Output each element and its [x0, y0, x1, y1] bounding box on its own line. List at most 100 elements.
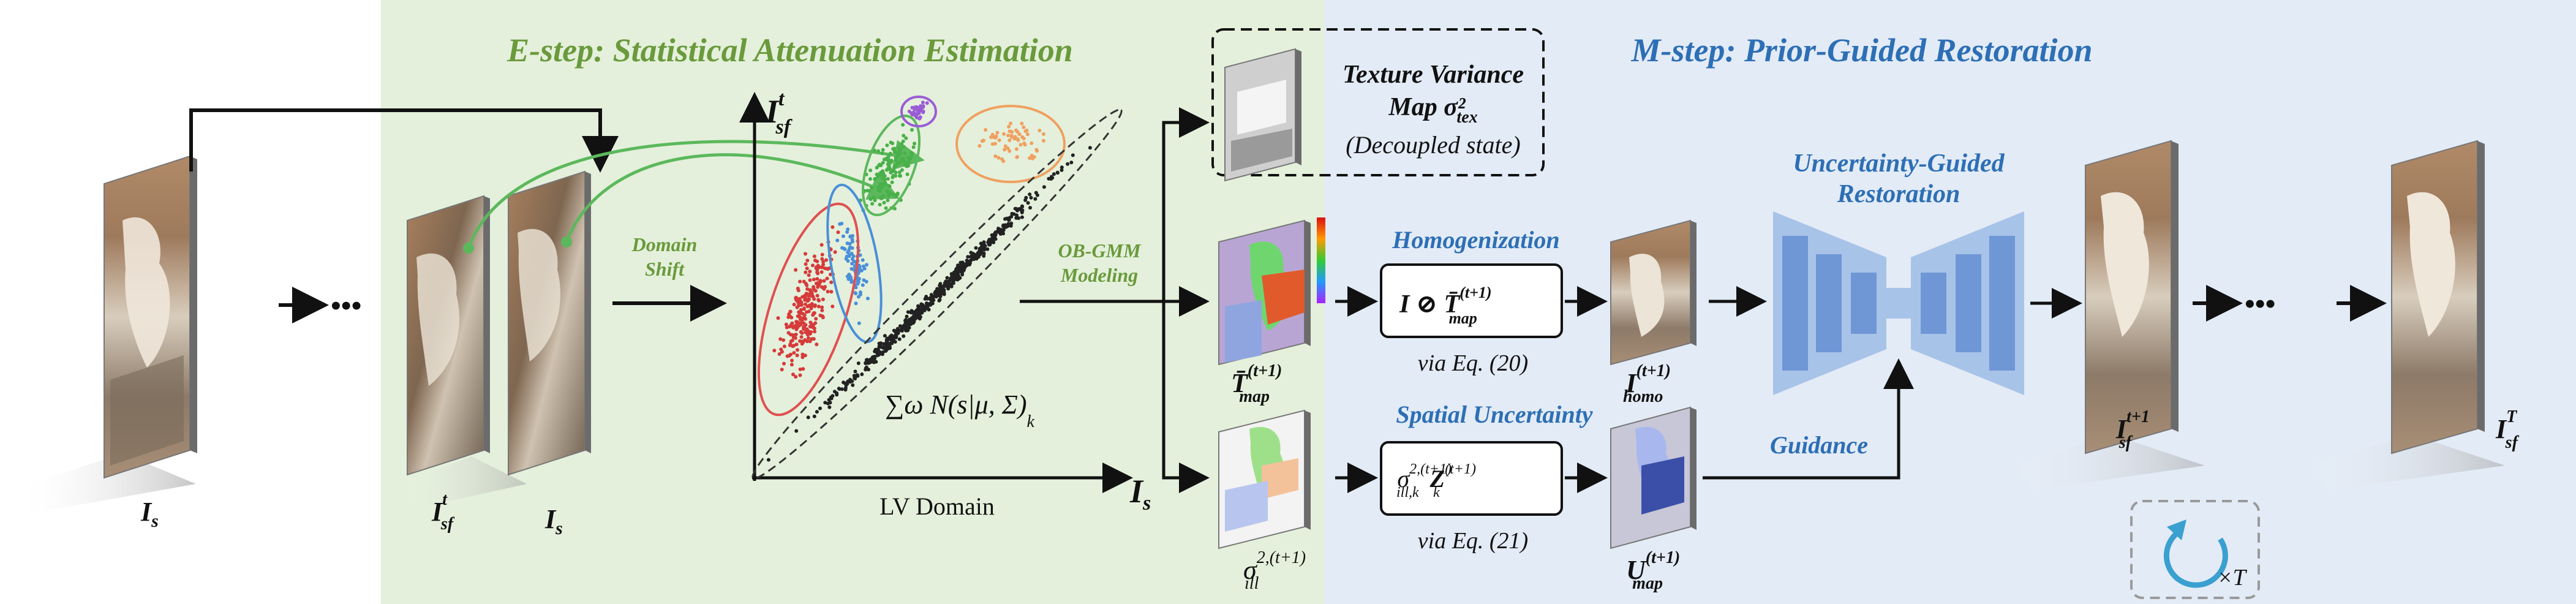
scatter-point [982, 247, 987, 252]
scatter-point [810, 322, 814, 327]
scatter-point [930, 296, 935, 300]
scatter-point [820, 308, 824, 312]
scatter-point [878, 344, 882, 347]
scatter-point [881, 160, 885, 165]
scatter-point [820, 305, 824, 309]
scatter-point [798, 367, 802, 371]
scatter-point [901, 123, 905, 127]
scatter-point [866, 296, 870, 301]
scatter-point [795, 353, 799, 358]
scatter-point [993, 135, 998, 140]
spatial-uncertainty-title: Spatial Uncertainty [1396, 401, 1592, 428]
scatter-point [897, 174, 902, 178]
scatter-point [960, 268, 965, 273]
scatter-point [1029, 195, 1033, 200]
lv-domain-label: LV Domain [879, 493, 995, 520]
scatter-point [881, 148, 885, 152]
guidance-label: Guidance [1770, 431, 1868, 459]
scatter-point [910, 128, 914, 132]
scatter-point [878, 162, 882, 167]
scatter-point [912, 310, 916, 314]
scatter-point [916, 304, 920, 308]
scatter-point [979, 248, 983, 252]
scatter-point [870, 202, 875, 206]
scatter-point [990, 142, 995, 146]
scatter-point [982, 138, 985, 143]
scatter-point [862, 278, 866, 282]
gmm-ellipse-black [751, 108, 1123, 480]
scatter-point [772, 349, 777, 353]
scatter-point [875, 353, 879, 358]
scatter-point [799, 335, 804, 339]
scatter-point [849, 280, 854, 284]
t-map-thumb [1218, 219, 1311, 366]
scatter-point [887, 184, 892, 189]
scatter-point [930, 301, 935, 306]
scatter-point [864, 365, 868, 369]
loop-icon [2163, 530, 2228, 588]
scatter-point [808, 288, 812, 292]
scatter-point [825, 276, 829, 281]
scatter-point [1003, 217, 1007, 221]
scatter-point [868, 177, 872, 181]
scatter-point [835, 238, 840, 243]
scatter-point [823, 266, 827, 270]
scatter-point [812, 254, 816, 259]
scatter-point [812, 277, 816, 282]
scatter-point [974, 246, 978, 250]
scatter-point [794, 333, 798, 336]
scatter-point [798, 279, 802, 284]
scatter-point [1041, 132, 1045, 136]
x-axis-label: Is [1129, 473, 1151, 515]
scatter-point [913, 142, 917, 146]
scatter-point [785, 325, 789, 330]
scatter-point [803, 338, 807, 342]
scatter-point [781, 338, 786, 342]
scatter-point [1014, 147, 1019, 151]
scatter-point [909, 154, 913, 159]
scatter-point [914, 116, 919, 119]
scatter-point [982, 241, 986, 246]
scatter-point [1006, 134, 1011, 138]
scatter-point [804, 330, 808, 334]
scatter-point [916, 315, 921, 320]
scatter-point [906, 310, 910, 314]
scatter-point [800, 352, 805, 357]
scatter-point [873, 356, 877, 360]
scatter-point [937, 298, 941, 303]
scatter-point [886, 162, 890, 167]
scatter-point [893, 340, 897, 344]
scatter-point [881, 345, 885, 350]
scatter-point [1034, 191, 1038, 195]
scatter-point [852, 259, 856, 263]
scatter-point [906, 156, 910, 160]
ellipsis-right: ••• [2245, 288, 2275, 320]
scatter-point [894, 158, 898, 162]
scatter-point [993, 230, 998, 235]
scatter-point [878, 203, 882, 207]
frame-is-label: Is [544, 504, 563, 538]
gmm-ellipse-blue [826, 183, 883, 344]
scatter-point [971, 256, 975, 260]
homogenization-box [1380, 263, 1563, 338]
m-step-title: M-step: Prior-Guided Restoration [1630, 32, 2092, 69]
scatter-point [910, 111, 913, 115]
scatter-point [914, 105, 919, 109]
scatter-point [830, 225, 835, 229]
scatter-point [1007, 149, 1012, 153]
scatter-point [778, 337, 783, 341]
scatter-point [794, 268, 798, 272]
scatter-point [889, 341, 894, 345]
scatter-point [956, 263, 960, 268]
gmm-formula: ∑ω N(s|μ, Σ)k [885, 390, 1035, 431]
scatter-point [904, 318, 908, 322]
scatter-point [925, 101, 929, 105]
scatter-point [854, 292, 858, 295]
scatter-point [807, 336, 810, 340]
scatter-point [857, 321, 861, 325]
scatter-point [835, 393, 839, 397]
scatter-point [918, 115, 922, 119]
scatter-point [873, 176, 878, 181]
scatter-point [900, 142, 903, 146]
scatter-point [882, 200, 886, 205]
